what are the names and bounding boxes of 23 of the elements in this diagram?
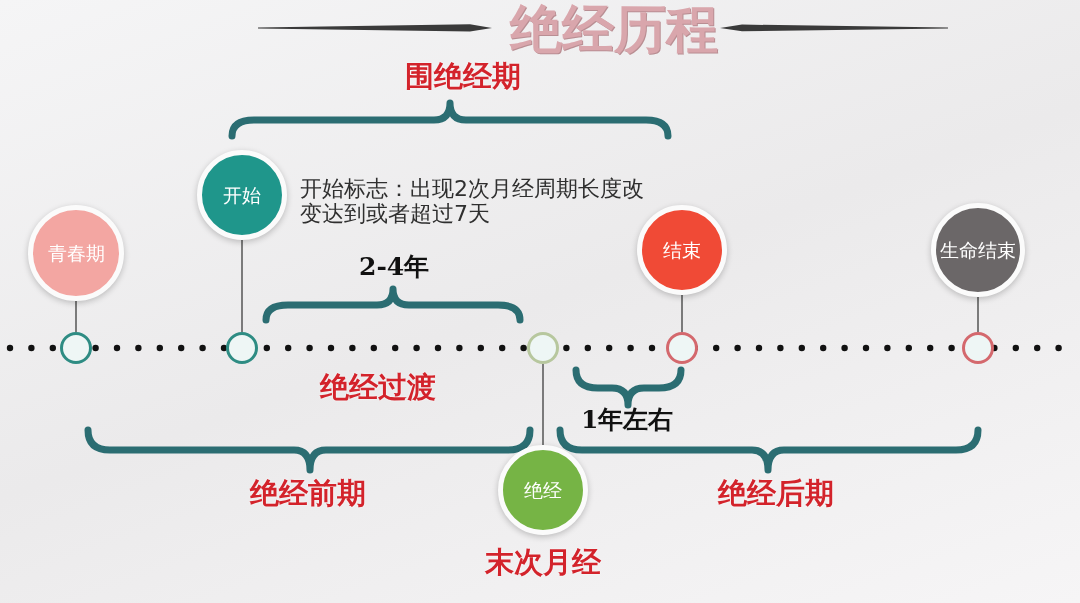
ring-marker: [60, 332, 92, 364]
caption-label: 末次月经: [485, 548, 601, 577]
duration-label: 2-4年: [359, 254, 430, 279]
title: 绝经历程: [510, 3, 718, 55]
circle-node: 绝经: [498, 445, 588, 535]
ring-marker: [666, 332, 698, 364]
circle-node: 结束: [637, 205, 727, 295]
connector-line: [681, 294, 683, 333]
circle-node: 生命结束: [931, 203, 1025, 297]
circle-node: 开始: [197, 150, 287, 240]
connector-line: [241, 239, 243, 333]
duration-label: 1年左右: [581, 407, 674, 432]
period-label: 绝经后期: [718, 479, 834, 508]
connector-line: [75, 300, 77, 333]
connector-line: [977, 296, 979, 333]
circle-node: 青春期: [28, 205, 124, 301]
ring-marker: [527, 332, 559, 364]
ring-marker: [226, 332, 258, 364]
period-label: 绝经前期: [250, 479, 366, 508]
connector-line: [542, 363, 544, 446]
period-label: 围绝经期: [405, 62, 521, 91]
ring-marker: [962, 332, 994, 364]
period-label: 绝经过渡: [320, 373, 436, 402]
